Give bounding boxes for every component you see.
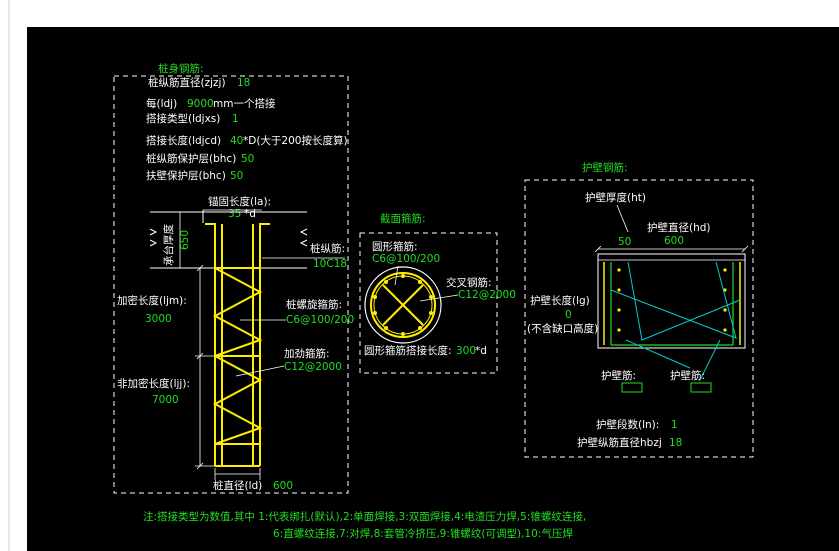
spiral-stirrup-label: 桩螺旋箍筋:	[286, 298, 342, 311]
nondense-length-value: 7000	[152, 394, 179, 406]
lap-length-value: 300	[456, 345, 476, 357]
length-dimensions	[195, 264, 215, 470]
pile-param-row-4: 搭接长度(ldjcd) 40 *D(大于200按长度算)	[146, 134, 348, 147]
note-line-2: 6:直螺纹连接,7:对焊,8:套管冷挤压,9:锥螺纹(可调型),10:气压焊	[273, 527, 573, 540]
pile-param-suffix: *D(大于200按长度算)	[243, 134, 348, 147]
wall-rebar-input-1	[621, 382, 643, 393]
pile-param-value: 18	[237, 77, 250, 89]
pile-param-row-2: 每(ldj) 9000 mm一个搭接	[146, 97, 276, 110]
pile-diameter-value: 600	[273, 480, 293, 492]
dense-length-value: 3000	[145, 313, 172, 325]
pile-param-value: 40	[230, 135, 243, 147]
wall-thickness-label: 护壁厚度(ht)	[585, 191, 646, 204]
pile-param-label: 桩纵筋保护层(bhc)	[146, 152, 236, 165]
wall-length-value: 0	[565, 309, 572, 321]
cross-section: 截面箍筋: 圆形箍筋: C6@100/200 交叉钢筋: C12@2000 圆形…	[359, 212, 516, 374]
lap-length-suffix: *d	[475, 345, 487, 357]
cross-section-title: 截面箍筋:	[380, 212, 426, 225]
stiffener-value: C12@2000	[284, 361, 342, 373]
wall-rebar-input-2	[690, 382, 712, 393]
wall-body	[597, 253, 746, 349]
pile-param-value: 1	[232, 113, 239, 125]
wall-section: 护壁钢筋: 护壁厚度(ht) 50 护壁直径(hd) 600 护壁长度(lg) …	[524, 161, 754, 458]
pile-param-value: 50	[230, 170, 243, 182]
cross-rebar-label: 交叉钢筋:	[446, 276, 492, 289]
pile-param-suffix: mm一个搭接	[213, 97, 276, 110]
wall-length-label: 护壁长度(lg)	[530, 294, 590, 307]
note-line-1: 注:搭接类型为数值,其中 1:代表绑扎(默认),2:单面焊接,3:双面焊接,4:…	[143, 510, 586, 523]
wall-rebar-label-1: 护壁筋:	[601, 369, 636, 382]
wall-segments-label: 护壁段数(ln):	[596, 418, 659, 431]
wall-rebar-label-2: 护壁筋:	[670, 369, 705, 382]
anchor-length-suffix: *d	[244, 208, 256, 220]
lap-length-label: 圆形箍筋搭接长度:	[364, 344, 452, 357]
stiffener-label: 加劲箍筋:	[284, 347, 330, 360]
nondense-length-label: 非加密长度(ljj):	[117, 377, 190, 390]
anchor-length-label: 锚固长度(la):	[208, 195, 271, 208]
pile-section-title: 桩身钢筋:	[158, 62, 204, 75]
pile-param-label: 搭接长度(ldjcd)	[146, 134, 221, 147]
anchor-length-value: 35	[228, 208, 241, 220]
pile-section: 桩身钢筋: 桩纵筋直径(zjzj) 18 每(ldj) 9000 mm一个搭接 …	[113, 62, 354, 494]
pile-param-label: 扶壁保护层(bhc)	[146, 169, 226, 182]
circle-stirrup-value: C6@100/200	[372, 253, 440, 265]
wall-thickness-value: 50	[618, 236, 631, 248]
pile-param-value: 9000	[187, 98, 214, 110]
long-bar-label: 桩纵筋:	[310, 242, 345, 255]
long-bar-value: 10C18	[313, 258, 347, 270]
wall-section-title: 护壁钢筋:	[582, 161, 628, 174]
circle-stirrup-label: 圆形箍筋:	[372, 240, 418, 253]
wall-diameter-value: 600	[664, 235, 684, 247]
wall-diameter-label: 护壁直径(hd)	[647, 221, 711, 234]
spiral-stirrup-value: C6@100/200	[286, 314, 354, 326]
rebar-cage	[205, 223, 270, 467]
cross-rebar-value: C12@2000	[458, 289, 516, 301]
section-circle	[364, 266, 442, 344]
pile-param-row-5: 桩纵筋保护层(bhc) 50	[146, 152, 254, 165]
pile-section-frame	[113, 75, 349, 494]
pile-diameter-label: 桩直径(ld)	[213, 479, 262, 492]
drawing-canvas	[27, 27, 839, 551]
pile-param-label: 每(ldj)	[146, 97, 177, 110]
wall-segments-value: 1	[671, 419, 678, 431]
pile-param-label: 桩纵筋直径(zjzj)	[148, 76, 226, 89]
cap-thickness-value: 650	[179, 230, 191, 250]
pile-param-row-1: 桩纵筋直径(zjzj) 18	[148, 76, 250, 89]
wall-long-dia-label: 护壁纵筋直径hbzj	[577, 436, 662, 449]
note: 注:搭接类型为数值,其中 1:代表绑扎(默认),2:单面焊接,3:双面焊接,4:…	[143, 510, 586, 540]
pile-param-row-6: 扶壁保护层(bhc) 50	[146, 169, 243, 182]
dense-length-label: 加密长度(ljm):	[117, 294, 187, 307]
wall-length-note: (不含缺口高度)	[527, 322, 598, 335]
pile-param-label: 搭接类型(ldjxs)	[146, 112, 220, 125]
cross-section-frame	[359, 232, 498, 374]
pile-param-row-3: 搭接类型(ldjxs) 1	[146, 112, 239, 125]
cap-thickness-label: 承台厚度	[162, 224, 175, 266]
pile-param-value: 50	[241, 153, 254, 165]
wall-long-dia-value: 18	[669, 437, 682, 449]
